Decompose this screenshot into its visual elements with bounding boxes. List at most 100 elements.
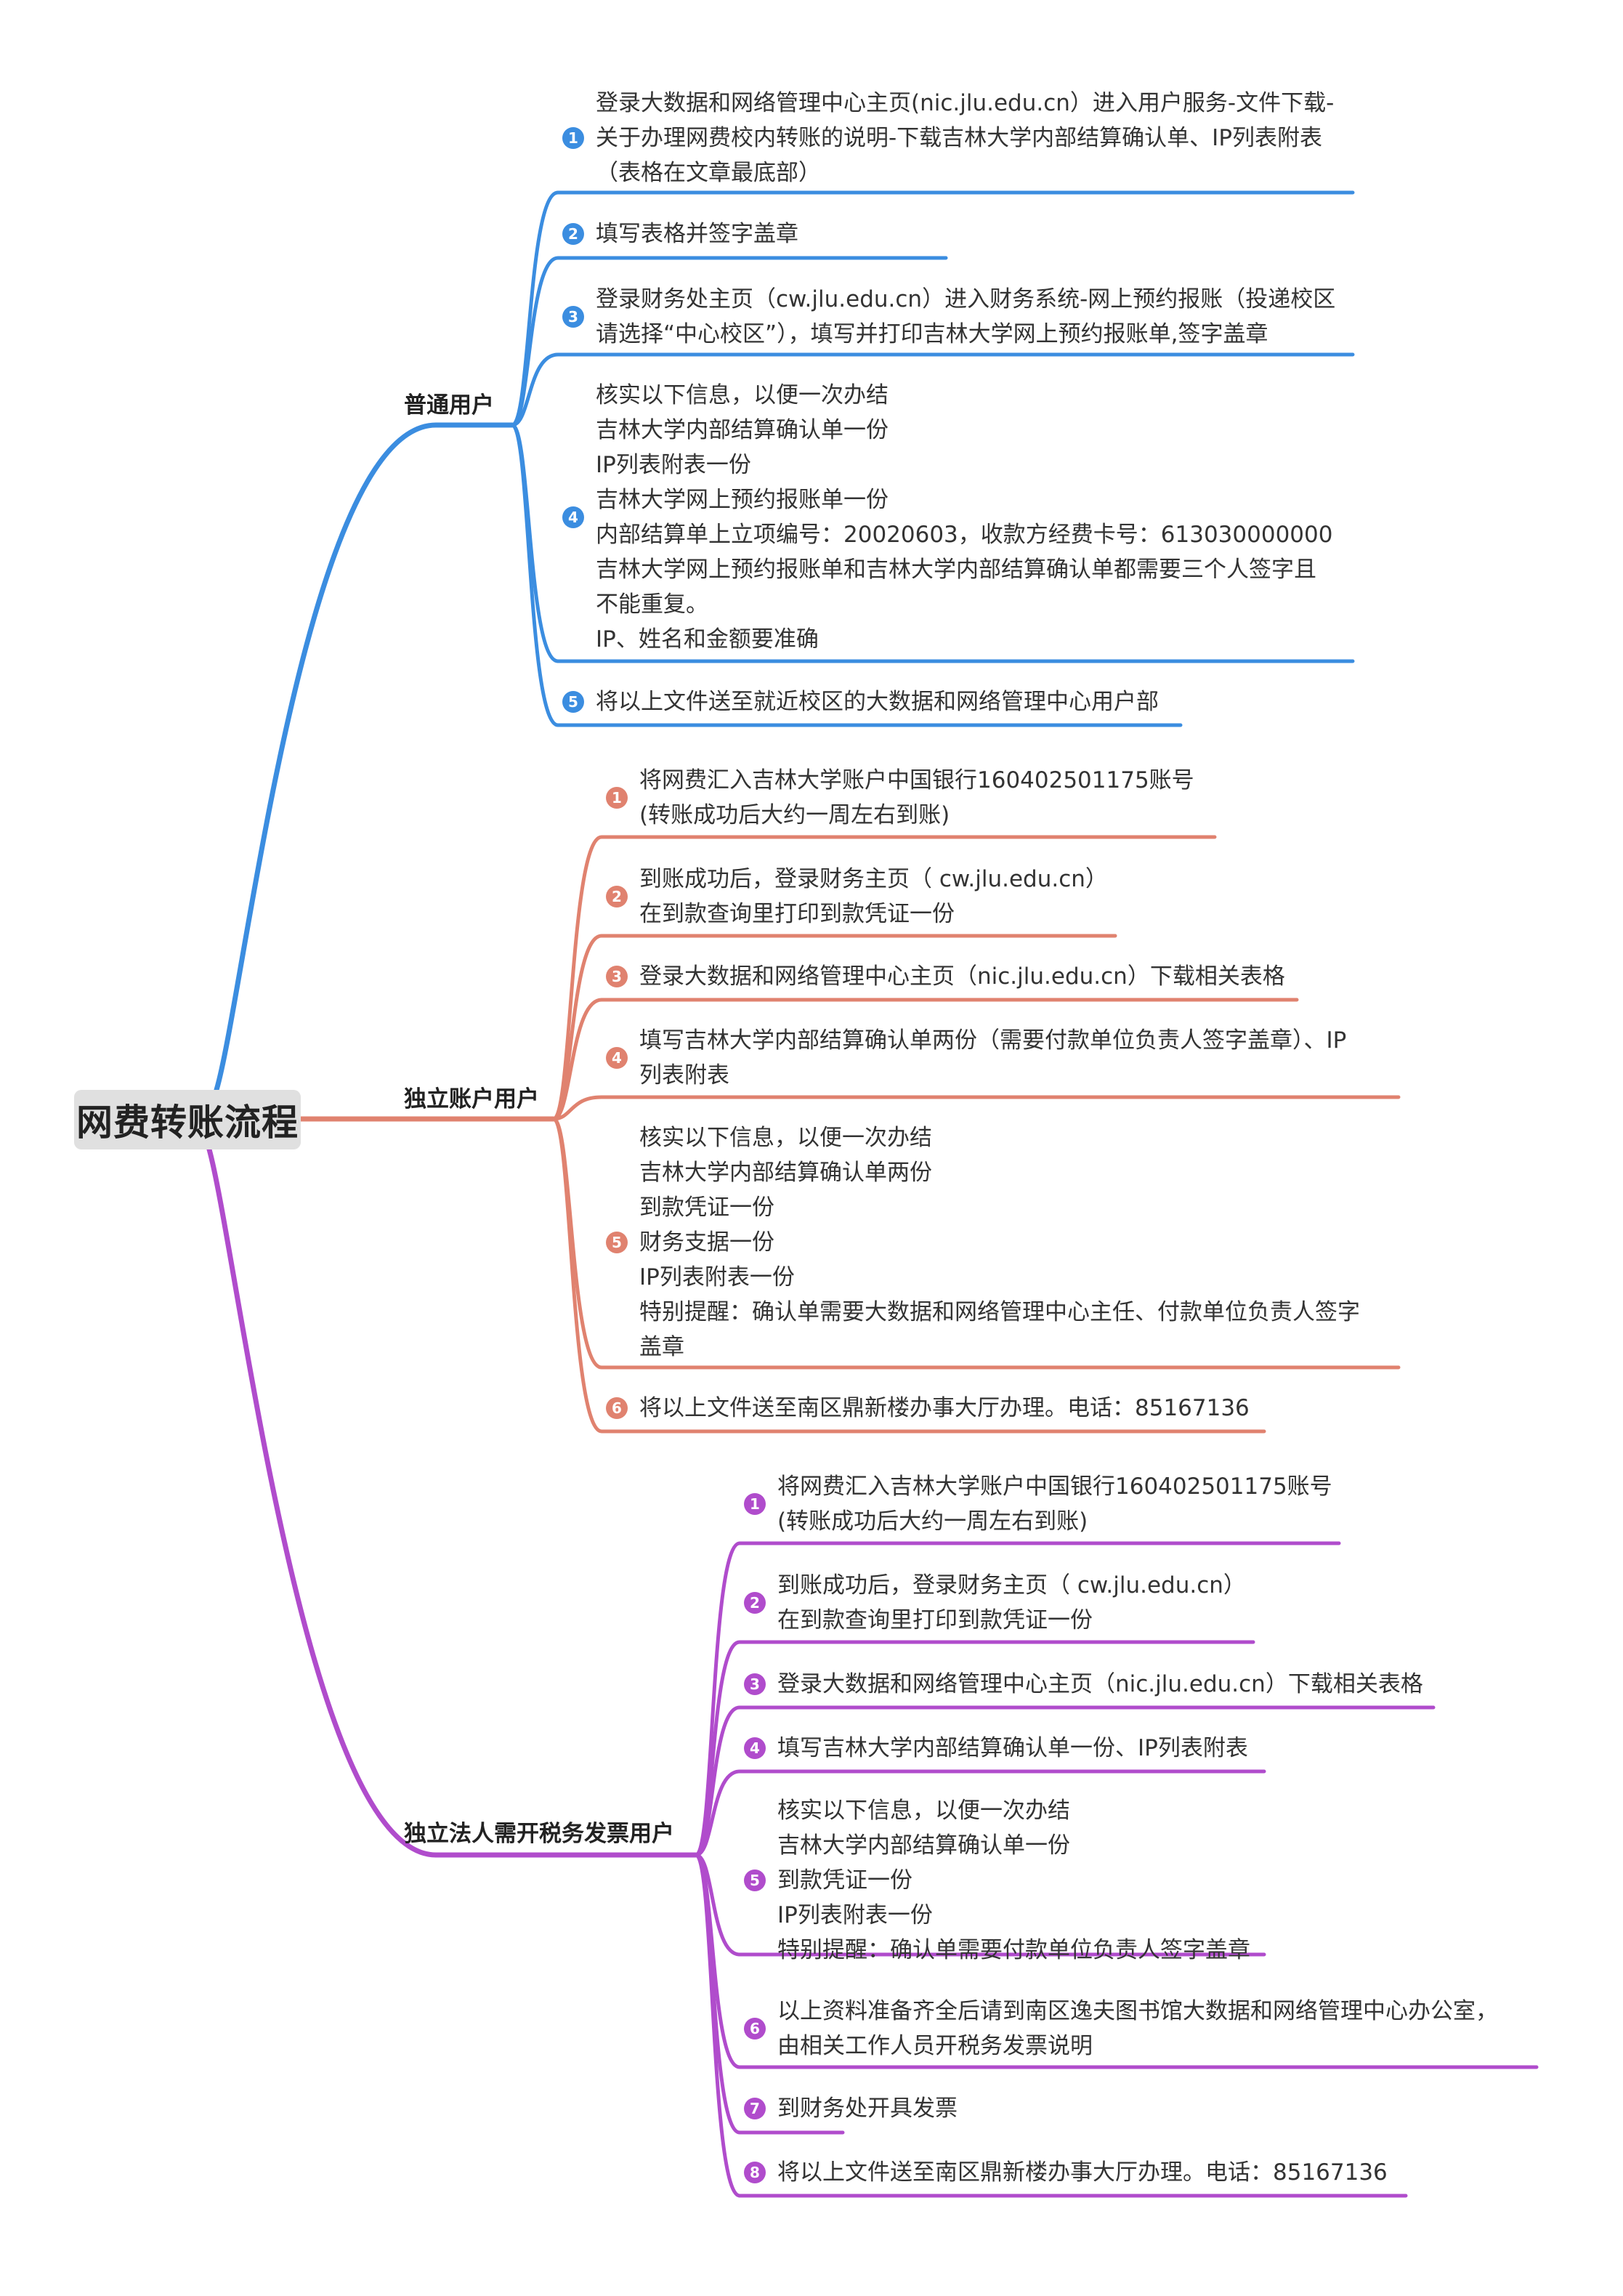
step-text: 以上资料准备齐全后请到南区逸夫图书馆大数据和网络管理中心办公室， 由相关工作人员开…: [777, 1994, 1498, 2063]
step-text: 到账成功后，登录财务主页（ cw.jlu.edu.cn） 在到款查询里打印到款凭证…: [639, 862, 1108, 931]
step-connector-2-7: [694, 1853, 1408, 2198]
step-text-line: 吉林大学内部结算确认单一份: [596, 417, 889, 443]
step-number-badge-icon: 1: [562, 127, 584, 149]
step-number-badge-icon: 3: [562, 306, 584, 328]
step-text-line: 请选择“中心校区”），填写并打印吉林大学网上预约报账单,签字盖章: [596, 321, 1268, 347]
step-number-badge-icon: 4: [744, 1737, 766, 1759]
step-number-badge-icon: 5: [606, 1232, 628, 1253]
step-node[interactable]: 3 登录大数据和网络管理中心主页（nic.jlu.edu.cn）下载相关表格: [744, 1667, 1423, 1702]
step-node[interactable]: 1 将网费汇入吉林大学账户中国银行160402501175账号 (转账成功后大约一周…: [606, 763, 1194, 833]
step-number-badge-icon: 2: [744, 1592, 766, 1614]
step-text-line: 以上资料准备齐全后请到南区逸夫图书馆大数据和网络管理中心办公室，: [777, 1998, 1498, 2024]
step-text-line: 登录大数据和网络管理中心主页（nic.jlu.edu.cn）下载相关表格: [639, 963, 1285, 990]
step-connector-2-3: [694, 1769, 1266, 1857]
step-text-line: 盖章: [639, 1334, 684, 1360]
step-text-line: 在到款查询里打印到款凭证一份: [777, 1607, 1093, 1633]
step-text: 将以上文件送至就近校区的大数据和网络管理中心用户部: [596, 684, 1159, 719]
step-number-badge-icon: 2: [562, 223, 584, 245]
step-connector-0-4: [510, 423, 1183, 727]
step-text: 将以上文件送至南区鼎新楼办事大厅办理。电话：85167136: [777, 2155, 1388, 2190]
step-text-line: 将以上文件送至南区鼎新楼办事大厅办理。电话：85167136: [639, 1395, 1250, 1421]
step-node[interactable]: 2 到账成功后，登录财务主页（ cw.jlu.edu.cn）在到款查询里打印到款凭…: [744, 1568, 1246, 1638]
step-text: 到财务处开具发票: [777, 2091, 958, 2126]
step-number-badge-icon: 3: [744, 1673, 766, 1695]
step-text-line: 登录大数据和网络管理中心主页（nic.jlu.edu.cn）下载相关表格: [777, 1671, 1423, 1697]
step-connector-1-3: [551, 1095, 1401, 1121]
step-node[interactable]: 4 核实以下信息，以便一次办结吉林大学内部结算确认单一份 IP列表附表一份吉林大学网…: [562, 378, 1332, 657]
step-connector-1-2: [551, 998, 1299, 1121]
step-node[interactable]: 4 填写吉林大学内部结算确认单一份、IP列表附表: [744, 1731, 1248, 1766]
step-number-badge-icon: 6: [606, 1397, 628, 1419]
step-text-line: 核实以下信息，以便一次办结: [596, 382, 889, 408]
step-text-line: 由相关工作人员开税务发票说明: [777, 2033, 1093, 2059]
step-node[interactable]: 6 将以上文件送至南区鼎新楼办事大厅办理。电话：85167136: [606, 1391, 1250, 1426]
step-text: 核实以下信息，以便一次办结吉林大学内部结算确认单一份 IP列表附表一份吉林大学网上…: [596, 378, 1332, 657]
step-text-line: (转账成功后大约一周左右到账): [639, 802, 950, 828]
step-text-line: 不能重复。: [596, 591, 708, 618]
step-text-line: 在到款查询里打印到款凭证一份: [639, 901, 955, 927]
step-text-line: (转账成功后大约一周左右到账): [777, 1508, 1088, 1535]
step-text-line: 填写表格并签字盖章: [596, 221, 798, 247]
step-text-line: 吉林大学网上预约报账单和吉林大学内部结算确认单都需要三个人签字且: [596, 557, 1316, 583]
step-number-badge-icon: 5: [562, 691, 584, 713]
branch-independent-account-users[interactable]: 独立账户用户: [404, 1086, 539, 1112]
step-text-line: 核实以下信息，以便一次办结: [639, 1125, 932, 1151]
step-text-line: 特别提醒：确认单需要付款单位负责人签字盖章: [777, 1937, 1250, 1963]
step-node[interactable]: 2 填写表格并签字盖章: [562, 217, 798, 251]
step-text-line: 特别提醒：确认单需要大数据和网络管理中心主任、付款单位负责人签字: [639, 1299, 1360, 1325]
step-number-badge-icon: 1: [744, 1493, 766, 1515]
root-topic[interactable]: 网费转账流程: [74, 1090, 301, 1149]
step-text-line: 列表附表: [639, 1062, 729, 1088]
step-text-line: IP列表附表一份: [596, 452, 751, 478]
step-text-line: 吉林大学内部结算确认单两份: [639, 1160, 932, 1186]
step-number-badge-icon: 2: [606, 886, 628, 908]
step-connector-0-2: [510, 352, 1355, 427]
step-number-badge-icon: 3: [606, 966, 628, 987]
step-number-badge-icon: 7: [744, 2098, 766, 2119]
step-number-badge-icon: 4: [562, 506, 584, 528]
step-text-line: 吉林大学网上预约报账单一份: [596, 487, 889, 513]
step-text-line: 到财务处开具发票: [777, 2095, 958, 2122]
step-number-badge-icon: 5: [744, 1869, 766, 1891]
step-text-line: 填写吉林大学内部结算确认单一份、IP列表附表: [777, 1735, 1248, 1761]
branch-regular-users[interactable]: 普通用户: [404, 392, 494, 419]
step-text-line: IP、姓名和金额要准确: [596, 626, 819, 652]
step-text: 登录财务处主页（cw.jlu.edu.cn）进入财务系统-网上预约报账（投递校区…: [596, 282, 1335, 352]
step-text-line: 将网费汇入吉林大学账户中国银行160402501175账号: [639, 767, 1194, 793]
step-text-line: 关于办理网费校内转账的说明-下载吉林大学内部结算确认单、IP列表附表: [596, 125, 1323, 151]
step-text-line: 将以上文件送至南区鼎新楼办事大厅办理。电话：85167136: [777, 2159, 1388, 2186]
root-connector-2: [206, 1147, 699, 1858]
step-node[interactable]: 1 将网费汇入吉林大学账户中国银行160402501175账号 (转账成功后大约一周…: [744, 1469, 1332, 1539]
step-text: 填写吉林大学内部结算确认单一份、IP列表附表: [777, 1731, 1248, 1766]
step-text-line: 将以上文件送至就近校区的大数据和网络管理中心用户部: [596, 689, 1159, 715]
step-text-line: 到账成功后，登录财务主页（ cw.jlu.edu.cn）: [639, 866, 1108, 892]
step-node[interactable]: 2 到账成功后，登录财务主页（ cw.jlu.edu.cn） 在到款查询里打印到款凭…: [606, 862, 1108, 931]
step-text: 将网费汇入吉林大学账户中国银行160402501175账号 (转账成功后大约一周左…: [777, 1469, 1332, 1539]
step-node[interactable]: 3 登录大数据和网络管理中心主页（nic.jlu.edu.cn）下载相关表格: [606, 959, 1285, 994]
step-text-line: （表格在文章最底部）: [596, 160, 821, 186]
step-text-line: 财务支据一份: [639, 1229, 774, 1256]
step-text: 到账成功后，登录财务主页（ cw.jlu.edu.cn）在到款查询里打印到款凭证…: [777, 1568, 1246, 1638]
step-text-line: IP列表附表一份: [777, 1902, 933, 1928]
step-node[interactable]: 7 到财务处开具发票: [744, 2091, 958, 2126]
step-text-line: 登录财务处主页（cw.jlu.edu.cn）进入财务系统-网上预约报账（投递校区: [596, 286, 1336, 312]
step-text-line: 内部结算单上立项编号：20020603，收款方经费卡号：613030000000: [596, 522, 1333, 548]
step-node[interactable]: 5 将以上文件送至就近校区的大数据和网络管理中心用户部: [562, 684, 1159, 719]
step-text: 将以上文件送至南区鼎新楼办事大厅办理。电话：85167136: [639, 1391, 1250, 1426]
step-text-line: 到款凭证一份: [777, 1867, 912, 1893]
step-number-badge-icon: 1: [606, 787, 628, 809]
step-text-line: 将网费汇入吉林大学账户中国银行160402501175账号: [777, 1474, 1332, 1500]
branch-legal-entity-invoice-users[interactable]: 独立法人需开税务发票用户: [404, 1821, 674, 1847]
step-number-badge-icon: 4: [606, 1047, 628, 1069]
step-node[interactable]: 3 登录财务处主页（cw.jlu.edu.cn）进入财务系统-网上预约报账（投递校…: [562, 282, 1335, 352]
